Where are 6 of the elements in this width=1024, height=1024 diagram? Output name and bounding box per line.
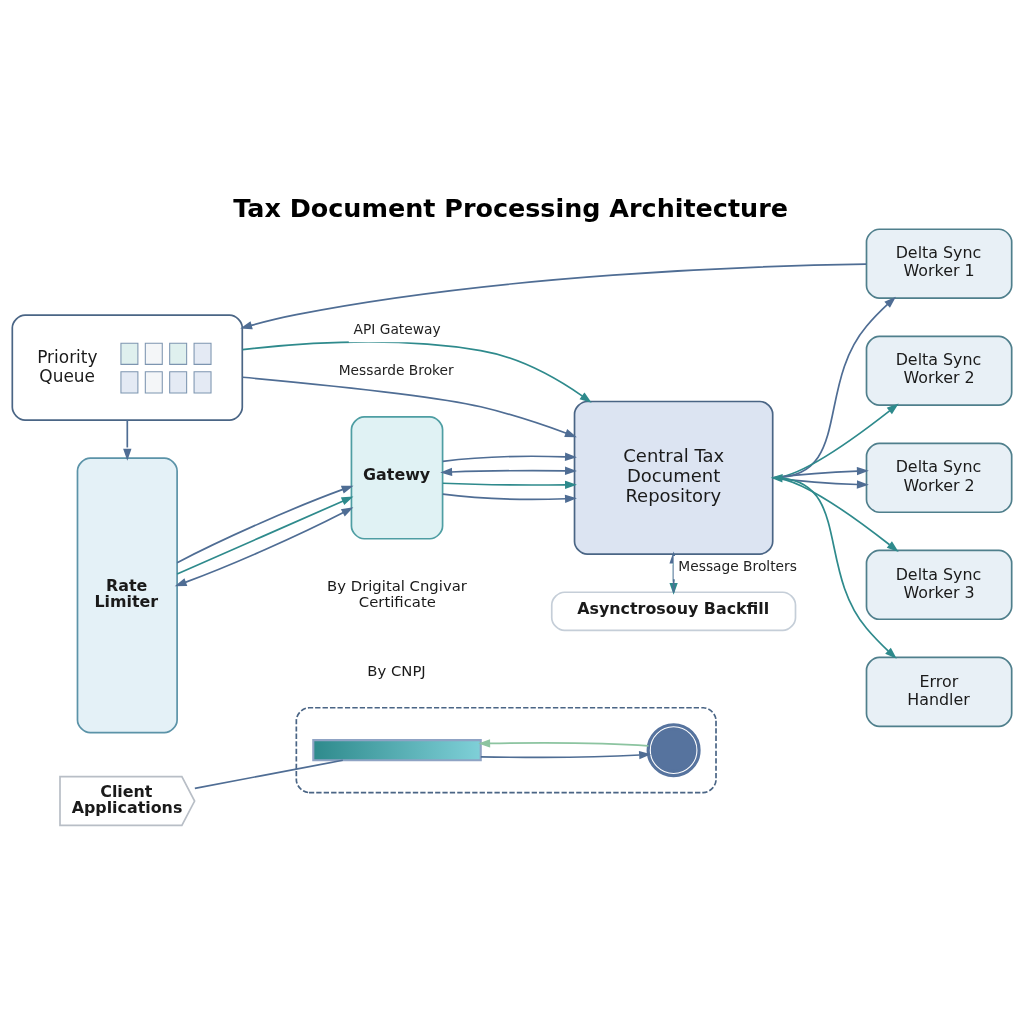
edge-label: Messarde Broker xyxy=(338,361,454,378)
diagram-title: Tax Document Processing Architecture xyxy=(233,192,788,223)
edge-label: API Gateway xyxy=(353,320,441,337)
node-label: By Drigital Cngivar Certificate xyxy=(327,576,467,610)
node-label: By CNPJ xyxy=(367,661,426,679)
edge-label: Message Brolters xyxy=(678,557,797,574)
